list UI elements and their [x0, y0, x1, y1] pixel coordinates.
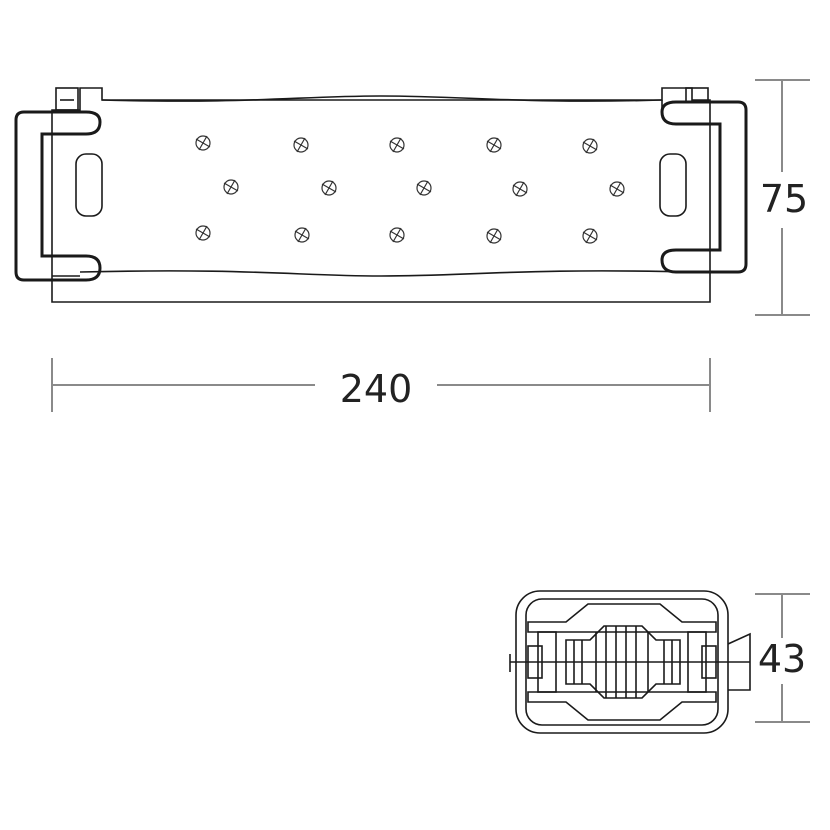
height-label: 75 — [760, 177, 808, 221]
led-icon — [416, 180, 432, 196]
led-icon — [582, 228, 598, 244]
side-mount-tab — [727, 632, 751, 691]
led-array — [195, 135, 625, 244]
led-icon — [486, 137, 502, 153]
front-view — [14, 87, 748, 303]
led-icon — [486, 228, 502, 244]
plate-top-edge — [101, 95, 663, 102]
height-dimension: 75 — [755, 79, 810, 316]
led-icon — [389, 227, 405, 243]
led-icon — [195, 135, 211, 151]
led-icon — [294, 227, 310, 243]
width-dimension: 240 — [51, 358, 711, 412]
right-slot — [659, 153, 687, 217]
depth-dimension: 43 — [755, 593, 810, 723]
plate-bottom-edge — [79, 270, 710, 277]
led-icon — [293, 137, 309, 153]
side-upper-housing — [527, 603, 717, 633]
right-handle — [660, 100, 748, 274]
led-icon — [223, 179, 239, 195]
side-view — [509, 590, 751, 734]
depth-label: 43 — [758, 637, 806, 681]
led-icon — [195, 225, 211, 241]
side-lower-housing — [527, 691, 717, 721]
width-label: 240 — [340, 367, 413, 411]
led-icon — [321, 180, 337, 196]
left-pin — [55, 87, 79, 111]
left-slot — [75, 153, 103, 217]
side-lens — [565, 625, 681, 699]
led-icon — [389, 137, 405, 153]
left-handle — [14, 110, 102, 282]
led-icon — [512, 181, 528, 197]
body-outline — [51, 87, 711, 303]
led-icon — [609, 181, 625, 197]
led-icon — [582, 138, 598, 154]
